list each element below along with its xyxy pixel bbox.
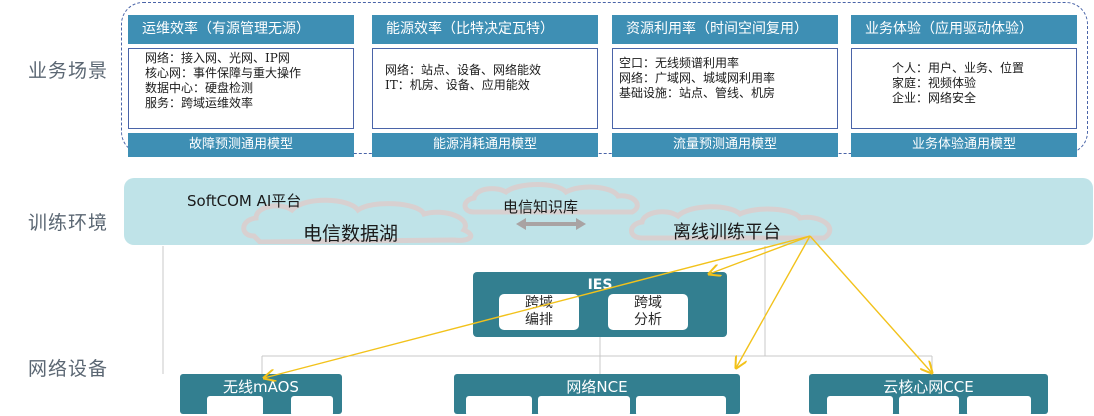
connector-lines xyxy=(162,246,933,374)
device-title: 云核心网CCE xyxy=(883,378,974,396)
offline-training-cloud-icon xyxy=(629,204,833,241)
scenario-line: 空口：无线频谱利用率 xyxy=(619,56,740,70)
scenario-model: 业务体验通用模型 xyxy=(851,133,1077,157)
row-label-network: 网络设备 xyxy=(27,358,108,380)
arrow-to-wireless xyxy=(264,235,811,378)
scenario-frame xyxy=(121,2,1088,154)
scenario-service-experience: 业务体验（应用驱动体验） 个人：用户、业务、位置 家庭：视频体验 企业：网络安全… xyxy=(851,15,1077,157)
arrow-to-ies xyxy=(709,235,811,274)
device-title: 无线mAOS xyxy=(223,378,299,396)
scenario-title: 资源利用率（时间空间复用） xyxy=(612,15,838,44)
scenario-body: 网络：接入网、光网、IP网 核心网：事件保障与重大操作 数据中心：硬盘检测 服务… xyxy=(128,48,354,129)
data-lake-label: 电信数据湖 xyxy=(303,223,399,245)
scenario-line: 企业：网络安全 xyxy=(892,91,977,105)
scenario-model: 能源消耗通用模型 xyxy=(372,133,598,157)
ies-box: IES 跨域 编排 跨域 分析 xyxy=(473,272,727,337)
softcom-ai-platform-label: SoftCOM AI平台 xyxy=(187,192,302,210)
yellow-arrows xyxy=(0,235,1094,400)
scenario-line: 服务：跨域运维效率 xyxy=(145,96,254,110)
scenario-body: 网络：站点、设备、网络能效 IT：机房、设备、应用能效 xyxy=(372,48,598,129)
scenario-line: 基础设施：站点、管线、机房 xyxy=(619,86,776,100)
row-label-business: 业务场景 xyxy=(27,60,108,82)
knowledge-base-cloud-icon xyxy=(462,182,640,215)
scenario-energy-efficiency: 能源效率（比特决定瓦特） 网络：站点、设备、网络能效 IT：机房、设备、应用能效… xyxy=(372,15,598,157)
scenario-ops-efficiency: 运维效率（有源管理无源） 网络：接入网、光网、IP网 核心网：事件保障与重大操作… xyxy=(128,15,354,157)
scenario-title: 业务体验（应用驱动体验） xyxy=(851,15,1077,44)
offline-training-label: 离线训练平台 xyxy=(673,222,781,243)
scenario-line: 网络：接入网、光网、IP网 xyxy=(145,51,290,65)
device-title: 网络NCE xyxy=(566,378,628,396)
knowledge-base-label: 电信知识库 xyxy=(503,198,579,216)
scenario-line: 个人：用户、业务、位置 xyxy=(892,61,1025,75)
scenario-model: 流量预测通用模型 xyxy=(612,133,838,157)
ies-cross-domain-orchestration: 跨域 编排 xyxy=(499,294,579,330)
scenario-model: 故障预测通用模型 xyxy=(128,133,354,157)
scenario-line: 数据中心：硬盘检测 xyxy=(145,81,254,95)
scenario-body: 个人：用户、业务、位置 家庭：视频体验 企业：网络安全 xyxy=(851,48,1077,129)
scenario-title: 运维效率（有源管理无源） xyxy=(128,15,354,44)
data-lake-cloud-icon xyxy=(241,197,474,244)
scenario-line: 家庭：视频体验 xyxy=(892,76,977,90)
scenario-line: 网络：站点、设备、网络能效 xyxy=(385,63,542,77)
bidirectional-arrow-icon xyxy=(516,218,586,230)
ies-cross-domain-analysis: 跨域 分析 xyxy=(608,294,688,330)
scenario-line: IT：机房、设备、应用能效 xyxy=(385,78,530,92)
scenario-resource-utilization: 资源利用率（时间空间复用） 空口：无线频谱利用率 网络：广域网、城域网利用率 基… xyxy=(612,15,838,157)
scenario-line: 网络：广域网、城域网利用率 xyxy=(619,71,776,85)
scenario-body: 空口：无线频谱利用率 网络：广域网、城域网利用率 基础设施：站点、管线、机房 xyxy=(612,48,838,129)
scenario-line: 核心网：事件保障与重大操作 xyxy=(145,66,302,80)
row-label-training: 训练环境 xyxy=(27,212,108,234)
scenario-title: 能源效率（比特决定瓦特） xyxy=(372,15,598,44)
arrow-to-cloud-core xyxy=(809,235,932,373)
arrow-to-network xyxy=(736,235,811,368)
